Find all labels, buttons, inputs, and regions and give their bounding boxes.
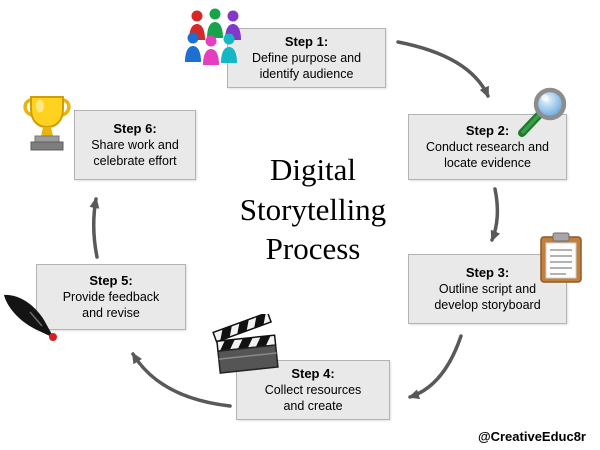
step-4-label: Step 4: (291, 365, 335, 381)
step-5-text: Provide feedback and revise (62, 290, 160, 321)
attribution-handle: @CreativeEduc8r (477, 429, 586, 444)
pen-icon (2, 292, 60, 346)
arrow-step3-to-step4 (408, 334, 463, 399)
step-4-box: Step 4: Collect resources and create (236, 360, 390, 420)
step-3-text: Outline script and develop storyboard (434, 282, 541, 313)
step-6-label: Step 6: (113, 120, 157, 136)
clipboard-icon (538, 232, 584, 284)
arrow-step5-to-step6 (89, 197, 100, 259)
step-6-box: Step 6: Share work and celebrate effort (74, 110, 196, 180)
title-line-1: Digital (269, 152, 357, 187)
step-5-box: Step 5: Provide feedback and revise (36, 264, 186, 330)
title-line-2: Storytelling (239, 191, 387, 227)
step-2-box: Step 2: Conduct research and locate evid… (408, 114, 567, 180)
clapperboard-icon (208, 314, 290, 376)
arrow-step1-to-step2 (396, 40, 490, 98)
step-1-box: Step 1: Define purpose and identify audi… (227, 28, 386, 88)
step-5-label: Step 5: (89, 272, 133, 288)
people-group-icon (184, 6, 246, 74)
step-2-label: Step 2: (465, 122, 510, 138)
step-1-label: Step 1: (284, 33, 329, 49)
step-3-label: Step 3: (465, 264, 510, 280)
step-1-text: Define purpose and identify audience (251, 51, 362, 82)
step-6-text: Share work and celebrate effort (91, 138, 179, 169)
magnifying-glass-icon (516, 86, 574, 138)
step-4-text: Collect resources and create (264, 383, 362, 414)
diagram-title: Digital Storytelling Process (198, 150, 428, 269)
arrow-step2-to-step3 (490, 187, 501, 242)
title-line-3: Process (265, 231, 361, 267)
trophy-icon (22, 94, 72, 156)
step-2-text: Conduct research and locate evidence (426, 140, 549, 171)
